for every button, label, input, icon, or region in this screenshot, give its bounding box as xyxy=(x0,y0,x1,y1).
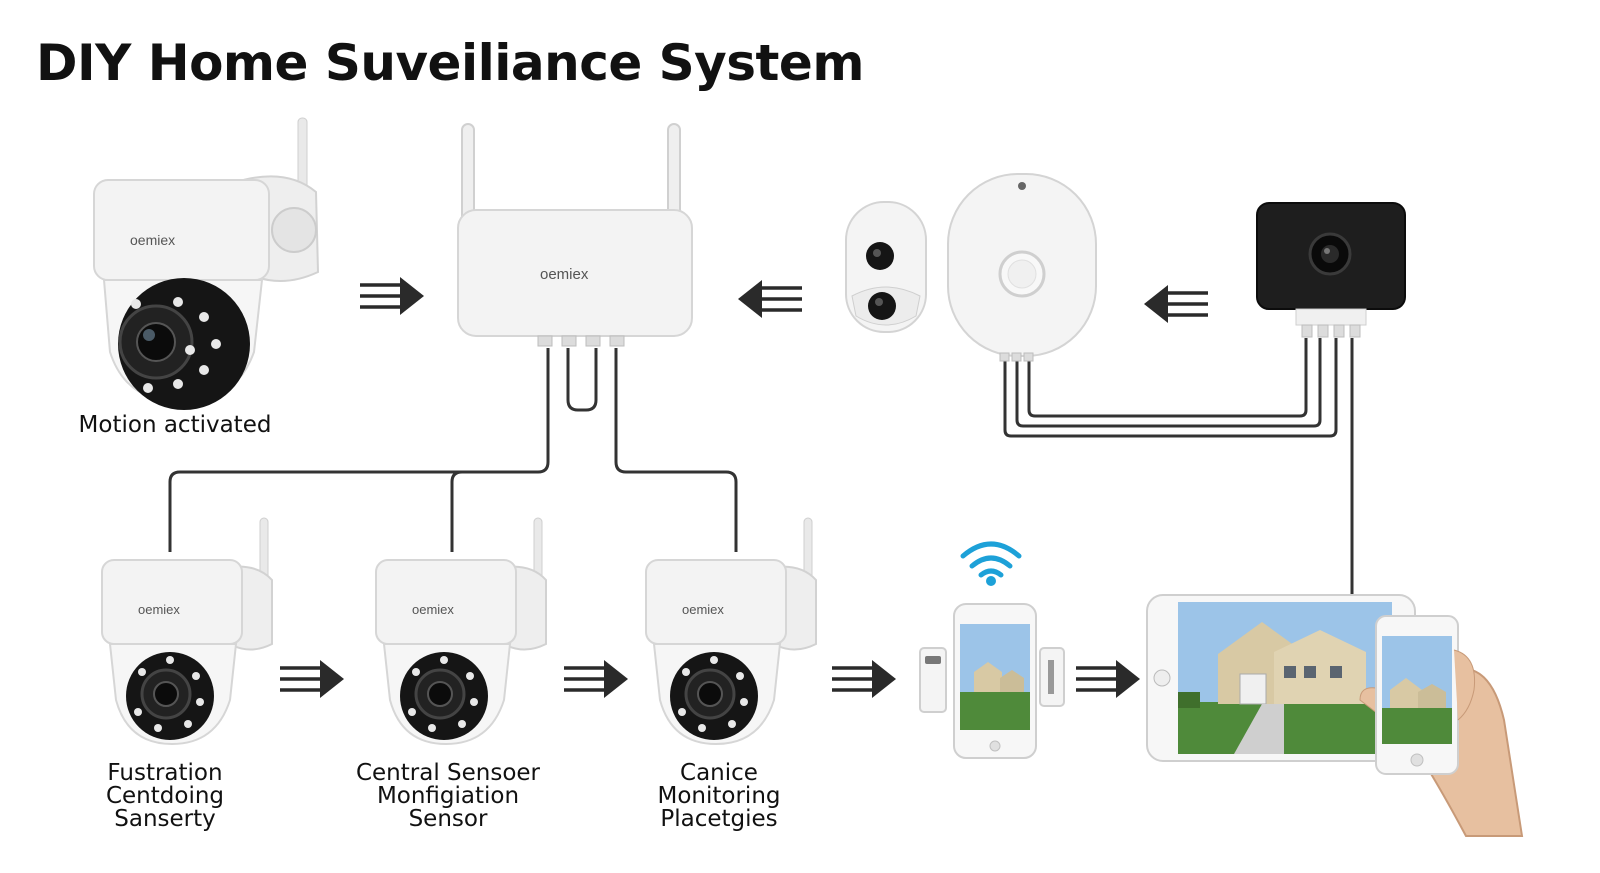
router-wire-left xyxy=(168,348,550,552)
camera-2-label-line: Central Sensoer xyxy=(355,760,541,786)
camera-1-label: Fustration Centdoing Sanserty xyxy=(70,762,260,831)
triple-line-arrow-icon xyxy=(360,277,424,315)
router-cable-loop xyxy=(566,348,598,412)
camera-2-label-line: Sensor xyxy=(408,806,488,832)
top-camera-label: Motion activated xyxy=(78,412,272,438)
brand-text: oemiex xyxy=(138,602,180,617)
camera-3-label-line: Monitoring xyxy=(657,783,781,809)
camera-1-icon: oemiex xyxy=(101,517,273,746)
camera-3-label: Canice Monitoring Placetgies xyxy=(626,762,812,831)
camera-1-label-line: Centdoing xyxy=(105,783,225,809)
camera-3-label-line: Canice xyxy=(680,760,758,786)
triple-line-arrow-icon xyxy=(1076,660,1140,698)
hand-phone-icon xyxy=(1359,615,1524,837)
router-wire-mid xyxy=(450,470,463,552)
brand-text: oemiex xyxy=(130,232,175,248)
motion-sensor-icon xyxy=(947,173,1097,362)
camera-2-label: Central Sensoer Monfigiation Sensor xyxy=(340,762,556,831)
top-camera-icon: oemiex xyxy=(93,117,320,410)
hub-wire-3 xyxy=(1027,338,1308,418)
router-wire-right xyxy=(614,348,738,552)
camera-1-label-line: Sanserty xyxy=(114,806,216,832)
black-hub-camera-icon xyxy=(1256,202,1406,338)
hub-wire-2 xyxy=(1015,338,1322,428)
page-title: DIY Home Suveiliance System xyxy=(36,34,864,92)
camera-3-label-line: Placetgies xyxy=(660,806,778,832)
camera-1-label-line: Fustration xyxy=(107,760,223,786)
hub-wire-1 xyxy=(1003,338,1338,438)
triple-line-arrow-icon xyxy=(280,660,344,698)
camera-2-label-line: Monfigiation xyxy=(376,783,520,809)
triple-line-arrow-icon xyxy=(1144,285,1208,323)
brand-text: oemiex xyxy=(540,266,589,283)
triple-line-arrow-icon xyxy=(832,660,896,698)
dome-camera-icon xyxy=(845,201,927,333)
brand-text: oemiex xyxy=(682,602,724,617)
camera-3-icon: oemiex xyxy=(645,517,817,746)
triple-line-arrow-icon xyxy=(564,660,628,698)
camera-2-icon: oemiex xyxy=(375,517,547,746)
router-icon: oemiex xyxy=(457,123,693,347)
phone-with-door-sensors-icon xyxy=(919,603,1065,759)
wifi-icon xyxy=(960,541,1022,586)
brand-text: oemiex xyxy=(412,602,454,617)
triple-line-arrow-icon xyxy=(738,280,802,318)
tablet-live-view-icon xyxy=(1146,594,1416,762)
